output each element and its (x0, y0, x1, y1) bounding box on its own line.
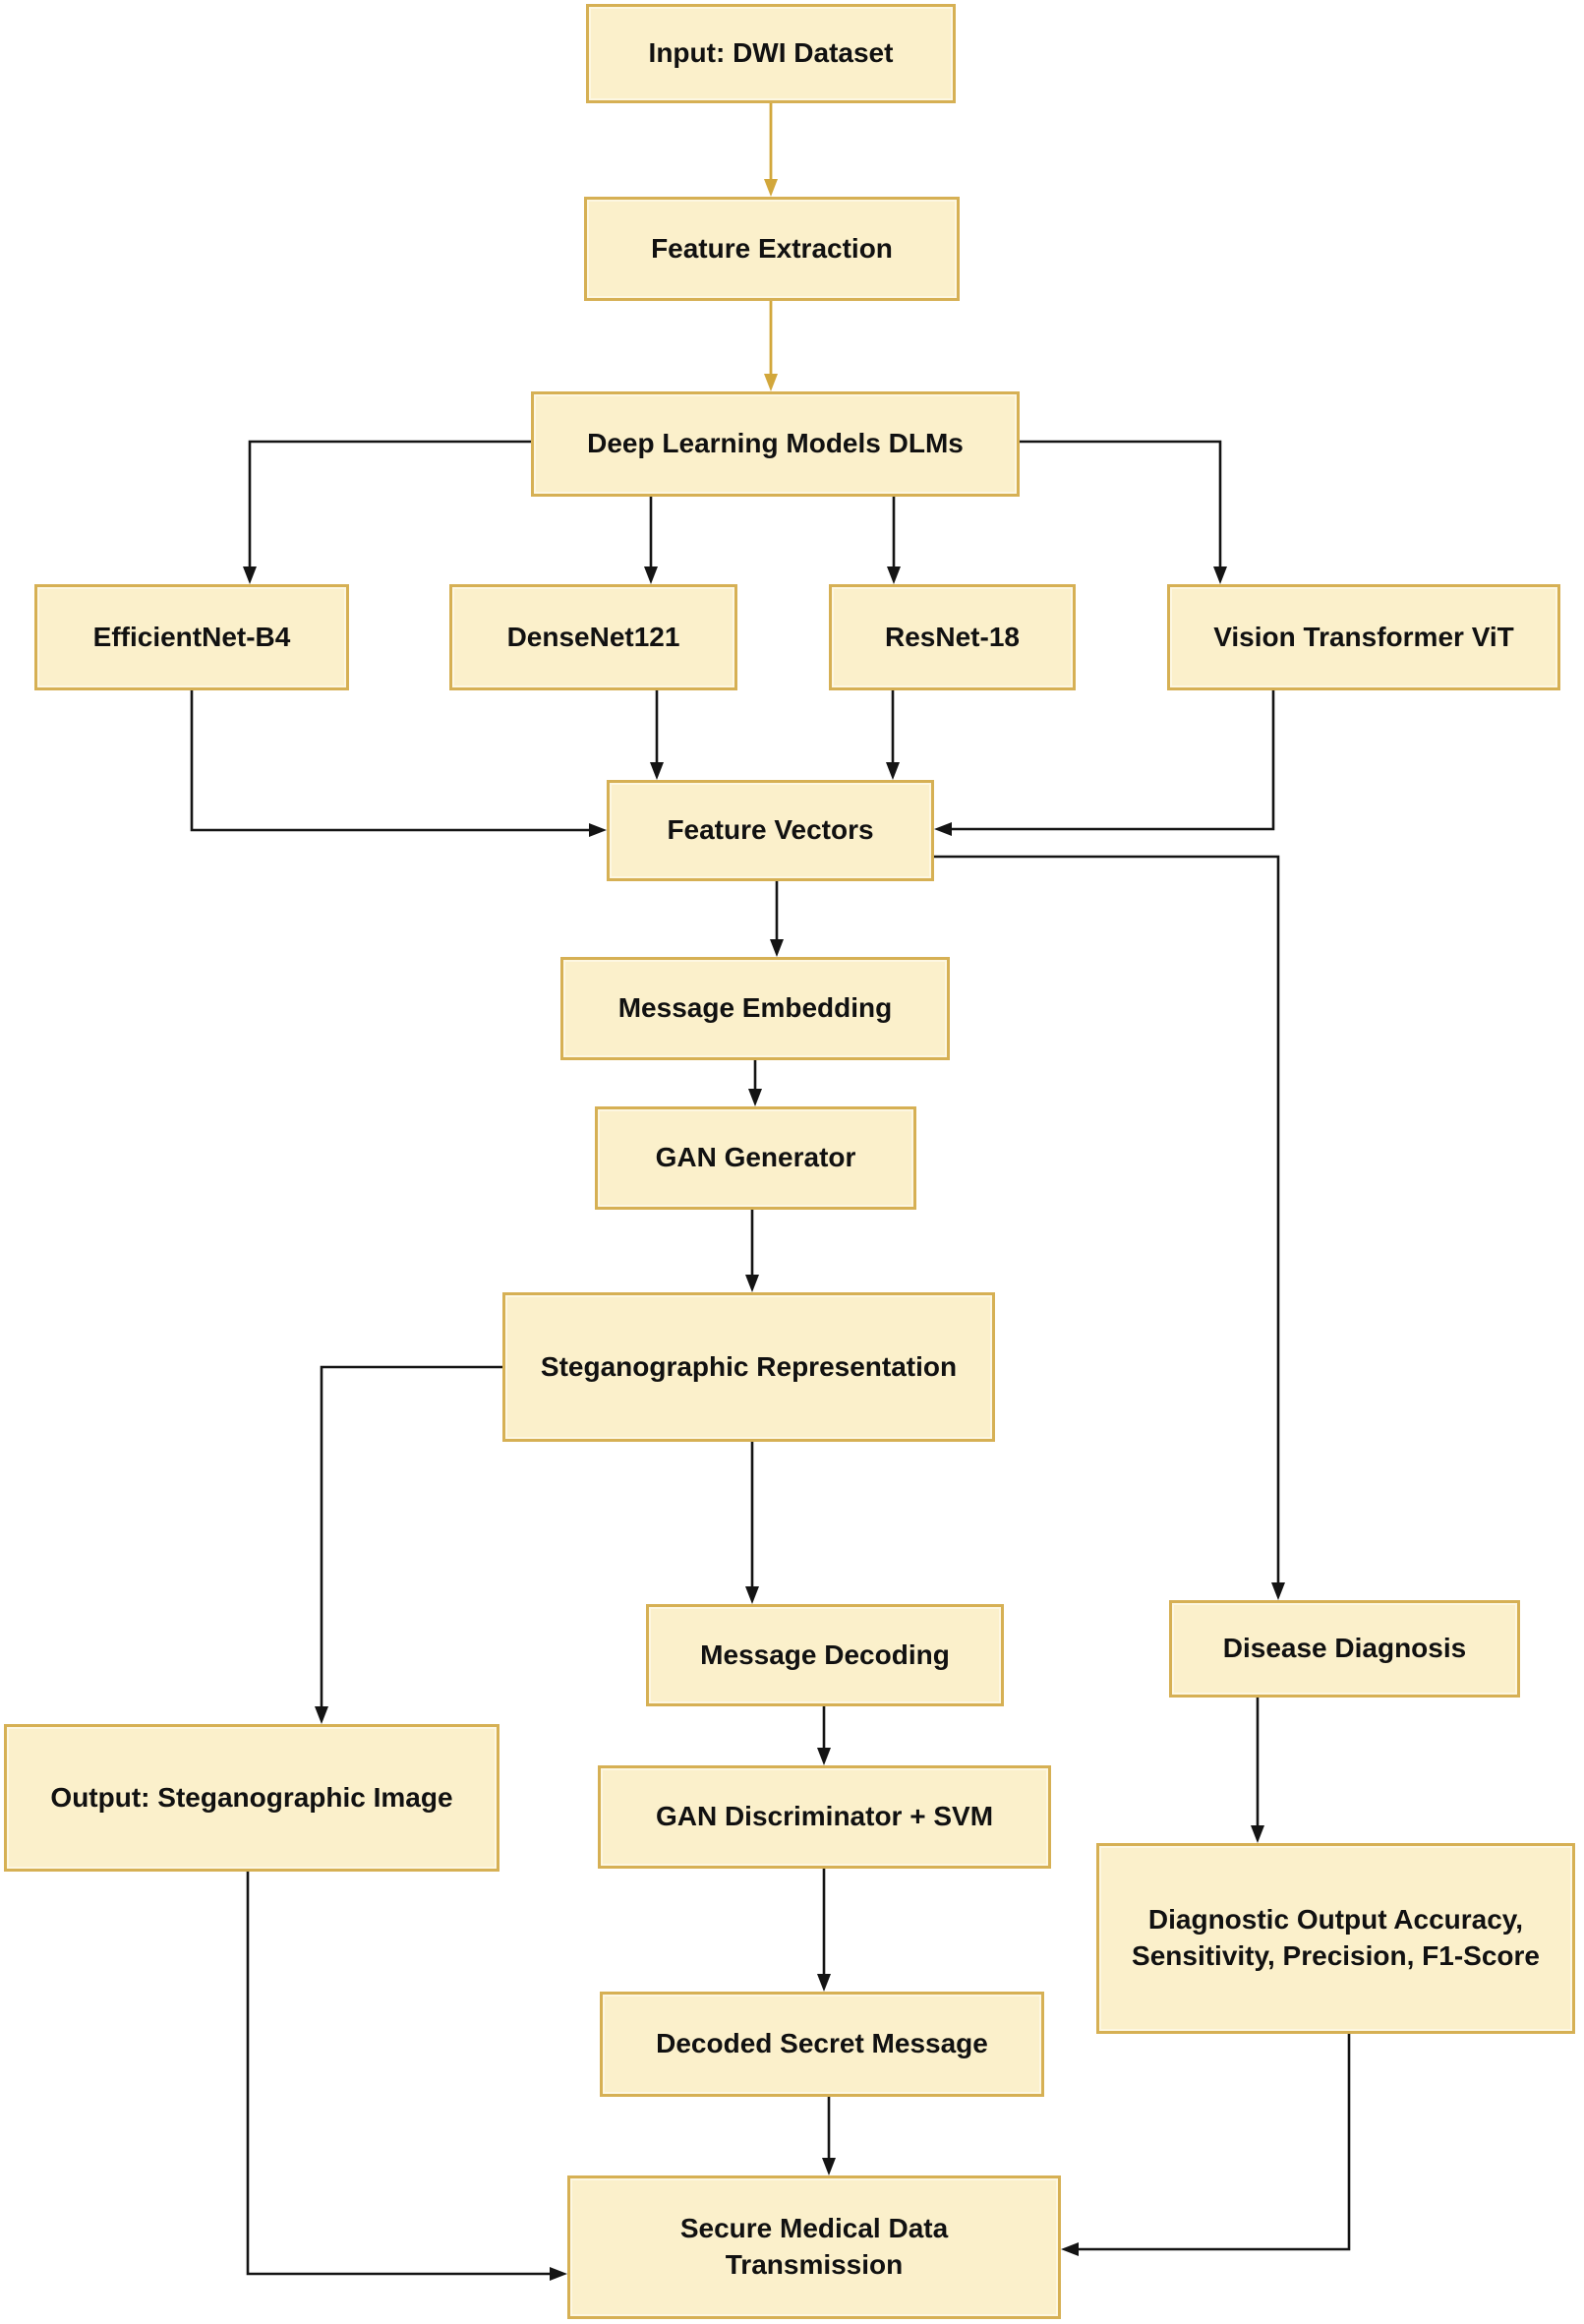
arrowhead-down-icon (817, 1974, 831, 1992)
node-label: Feature Vectors (667, 814, 874, 846)
arrowhead-down-icon (745, 1275, 759, 1292)
node-gan-discriminator-svm: GAN Discriminator + SVM (598, 1765, 1051, 1869)
node-label: Message Embedding (617, 992, 893, 1024)
node-feature-extraction: Feature Extraction (584, 197, 960, 301)
arrowhead-down-icon (886, 762, 900, 780)
node-diagnostic-output-metrics: Diagnostic Output Accuracy, Sensitivity,… (1096, 1843, 1575, 2034)
node-message-decoding: Message Decoding (646, 1604, 1004, 1706)
arrowhead-down-icon (1251, 1825, 1264, 1843)
node-label: GAN Generator (655, 1142, 856, 1173)
connector-dlms-to-vit (1020, 440, 1222, 568)
node-label: Vision Transformer ViT (1213, 621, 1514, 652)
node-label: Input: DWI Dataset (648, 37, 894, 69)
arrowhead-down-icon (887, 566, 901, 584)
node-label: GAN Discriminator + SVM (655, 1801, 994, 1832)
arrowhead-down-icon (243, 566, 257, 584)
node-secure-medical-data-transmission: Secure Medical Data Transmission (567, 2175, 1061, 2319)
connector-efficientnet-to-feature-vectors (190, 690, 591, 832)
node-label: Steganographic Representation (540, 1350, 958, 1382)
connector-diagnostic-output-to-secure-transmission (1077, 2034, 1351, 2251)
arrowhead-down-icon (650, 762, 664, 780)
arrowhead-down-icon (764, 179, 778, 197)
connector-output-image-to-secure-transmission (246, 1872, 552, 2276)
node-output-steganographic-image: Output: Steganographic Image (4, 1724, 499, 1872)
arrowhead-left-icon (1061, 2242, 1079, 2256)
node-decoded-secret-message: Decoded Secret Message (600, 1992, 1044, 2097)
node-label: Diagnostic Output Accuracy, Sensitivity,… (1132, 1904, 1540, 1971)
node-resnet-18: ResNet-18 (829, 584, 1076, 690)
arrowhead-down-icon (764, 374, 778, 391)
arrowhead-down-icon (745, 1586, 759, 1604)
node-label: DenseNet121 (506, 621, 680, 652)
connector-feature-vectors-to-disease-diagnosis (934, 855, 1280, 1584)
node-message-embedding: Message Embedding (560, 957, 950, 1060)
arrowhead-down-icon (748, 1089, 762, 1106)
arrowhead-down-icon (770, 939, 784, 957)
connector-dlms-to-efficientnet (248, 440, 531, 568)
node-label: Secure Medical Data Transmission (679, 2213, 949, 2280)
arrowhead-down-icon (315, 1706, 328, 1724)
node-label: ResNet-18 (885, 621, 1020, 652)
node-label: Deep Learning Models DLMs (587, 428, 964, 459)
node-label: Output: Steganographic Image (50, 1781, 453, 1813)
node-deep-learning-models: Deep Learning Models DLMs (531, 391, 1020, 497)
node-vision-transformer-vit: Vision Transformer ViT (1167, 584, 1560, 690)
node-gan-generator: GAN Generator (595, 1106, 916, 1210)
node-label: Disease Diagnosis (1222, 1633, 1467, 1664)
node-feature-vectors: Feature Vectors (607, 780, 934, 881)
arrowhead-down-icon (1271, 1582, 1285, 1600)
arrowhead-down-icon (817, 1748, 831, 1765)
node-label: Feature Extraction (651, 232, 893, 264)
arrowhead-right-icon (550, 2267, 567, 2281)
node-label: Decoded Secret Message (656, 2028, 988, 2059)
node-input-dwi-dataset: Input: DWI Dataset (586, 4, 956, 103)
node-densenet121: DenseNet121 (449, 584, 737, 690)
node-label: Message Decoding (700, 1639, 950, 1670)
node-efficientnet-b4: EfficientNet-B4 (34, 584, 349, 690)
arrowhead-down-icon (1213, 566, 1227, 584)
node-label: EfficientNet-B4 (92, 621, 291, 652)
arrowhead-down-icon (822, 2158, 836, 2175)
connector-vit-to-feature-vectors (950, 690, 1275, 831)
node-disease-diagnosis: Disease Diagnosis (1169, 1600, 1520, 1698)
node-steganographic-representation: Steganographic Representation (502, 1292, 995, 1442)
connector-stego-representation-to-output-image (320, 1365, 502, 1708)
arrowhead-left-icon (934, 822, 952, 836)
arrowhead-right-icon (589, 823, 607, 837)
arrowhead-down-icon (644, 566, 658, 584)
